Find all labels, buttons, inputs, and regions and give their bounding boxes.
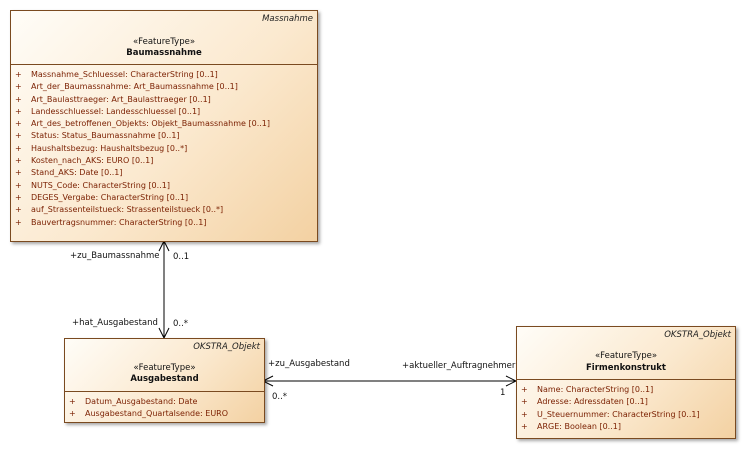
- class-header: OKSTRA_Objekt «FeatureType» Ausgabestand: [65, 339, 264, 392]
- attribute-row: +auf_Strassenteilstueck: Strassenteilstu…: [15, 205, 224, 215]
- stereotype-label: «FeatureType»: [594, 351, 658, 361]
- attribute-row: +DEGES_Vergabe: CharacterString [0..1]: [15, 192, 189, 202]
- attribute-row: +Adresse: Adressdaten [0..1]: [521, 397, 648, 407]
- multiplicity-right: 1: [500, 388, 506, 398]
- multiplicity-top: 0..1: [173, 252, 190, 262]
- attribute-row: +Stand_AKS: Date [0..1]: [15, 168, 123, 178]
- role-label-zu-ausgabestand: +zu_Ausgabestand: [268, 359, 350, 369]
- attribute-row: +Bauvertragsnummer: CharacterString [0..…: [15, 217, 207, 227]
- class-name: Baumassnahme: [126, 48, 202, 58]
- class-name: Firmenkonstrukt: [586, 363, 666, 373]
- attribute-row: +Kosten_nach_AKS: EURO [0..1]: [15, 156, 154, 166]
- attribute-row: +Name: CharacterString [0..1]: [521, 385, 654, 394]
- stereotype-label: «FeatureType»: [133, 363, 196, 373]
- class-header: OKSTRA_Objekt «FeatureType» Firmenkonstr…: [517, 327, 735, 380]
- attribute-row: +U_Steuernummer: CharacterString [0..1]: [521, 409, 700, 419]
- multiplicity-bottom: 0..*: [173, 319, 189, 329]
- class-firmenkonstrukt[interactable]: OKSTRA_Objekt «FeatureType» Firmenkonstr…: [516, 326, 736, 439]
- package-label: OKSTRA_Objekt: [664, 330, 731, 340]
- attribute-row: +Datum_Ausgabestand: Date: [69, 397, 198, 406]
- attribute-row: +NUTS_Code: CharacterString [0..1]: [15, 180, 170, 190]
- role-label-hat-ausgabestand: +hat_Ausgabestand: [72, 318, 158, 328]
- attribute-list: +Name: CharacterString [0..1] +Adresse: …: [517, 380, 735, 433]
- role-label-aktueller-auftragnehmer: +aktueller_Auftragnehmer: [402, 361, 516, 371]
- attribute-row: +ARGE: Boolean [0..1]: [521, 421, 621, 431]
- class-header: Massnahme «FeatureType» Baumassnahme: [11, 11, 317, 65]
- package-label: OKSTRA_Objekt: [193, 342, 260, 352]
- attribute-row: +Haushaltsbezug: Haushaltsbezug [0..*]: [15, 143, 188, 153]
- class-baumassnahme[interactable]: Massnahme «FeatureType» Baumassnahme +Ma…: [10, 10, 318, 242]
- attribute-row: +Art_Baulasttraeger: Art_Baulasttraeger …: [15, 94, 211, 104]
- attribute-list: +Massnahme_Schluessel: CharacterString […: [11, 65, 317, 229]
- class-name: Ausgabestand: [130, 374, 199, 384]
- attribute-list: +Datum_Ausgabestand: Date +Ausgabestand_…: [65, 392, 264, 421]
- multiplicity-left: 0..*: [272, 392, 288, 402]
- stereotype-label: «FeatureType»: [132, 37, 196, 47]
- attribute-row: +Art_der_Baumassnahme: Art_Baumassnahme …: [15, 82, 238, 92]
- class-ausgabestand[interactable]: OKSTRA_Objekt «FeatureType» Ausgabestand…: [64, 338, 265, 423]
- attribute-row: +Status: Status_Baumassnahme [0..1]: [15, 131, 180, 141]
- package-label: Massnahme: [262, 14, 313, 24]
- attribute-row: +Art_des_betroffenen_Objekts: Objekt_Bau…: [15, 119, 270, 129]
- role-label-zu-baumassnahme: +zu_Baumassnahme: [70, 251, 160, 261]
- attribute-row: +Massnahme_Schluessel: CharacterString […: [15, 70, 218, 79]
- attribute-row: +Ausgabestand_Quartalsende: EURO: [69, 409, 229, 419]
- attribute-row: +Landesschluessel: Landesschluessel [0..…: [15, 106, 201, 116]
